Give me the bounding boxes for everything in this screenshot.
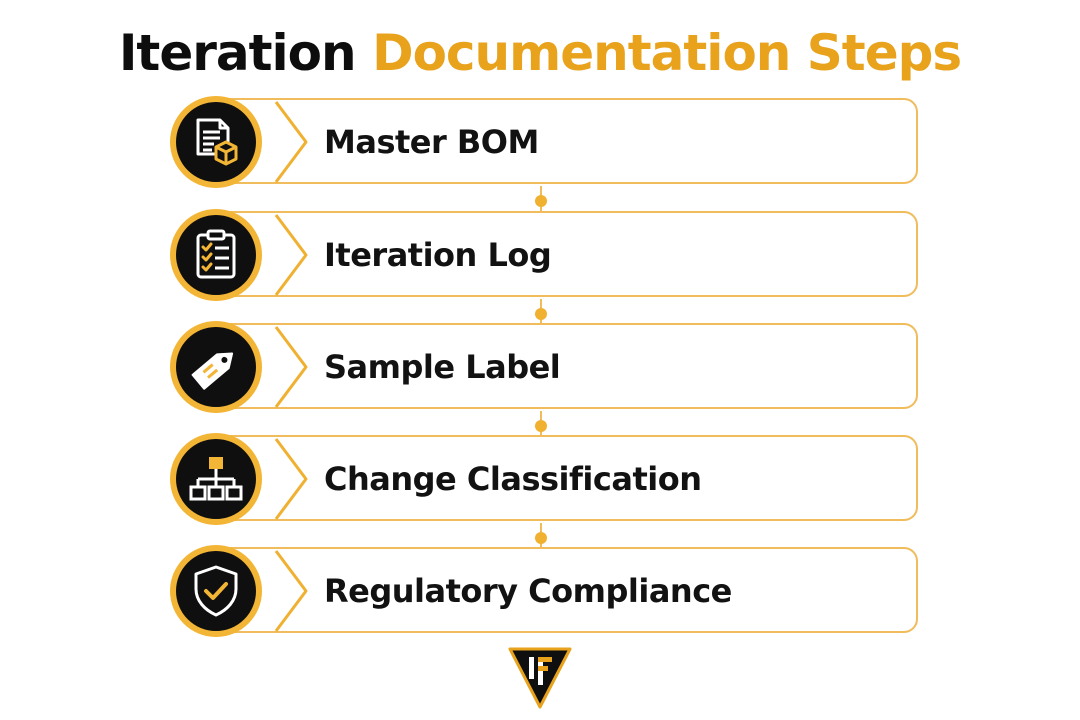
- step-icon-badge: [170, 433, 262, 525]
- step-card: [210, 323, 918, 409]
- page-title: Iteration Documentation Steps: [0, 22, 1080, 84]
- step-card: [210, 211, 918, 297]
- chevron-right-icon: [274, 214, 308, 296]
- step-card: [210, 547, 918, 633]
- title-part-1: Iteration: [118, 24, 357, 82]
- chevron-right-icon: [274, 101, 308, 183]
- hierarchy-icon: [189, 457, 243, 501]
- step-change-classification: Change Classification: [170, 433, 920, 525]
- connector-dot: [535, 308, 547, 320]
- step-label: Regulatory Compliance: [324, 572, 732, 610]
- chevron-right-icon: [274, 550, 308, 632]
- step-icon-badge: [170, 209, 262, 301]
- step-label: Master BOM: [324, 123, 539, 161]
- brand-logo-icon: [508, 647, 572, 709]
- shield-check-icon: [194, 565, 238, 617]
- step-label: Change Classification: [324, 460, 702, 498]
- connector-dot: [535, 420, 547, 432]
- step-icon-badge: [170, 96, 262, 188]
- step-label: Sample Label: [324, 348, 561, 386]
- step-card: [210, 435, 918, 521]
- document-box-icon: [196, 118, 238, 166]
- chevron-right-icon: [274, 438, 308, 520]
- step-master-bom: Master BOM: [170, 96, 920, 188]
- step-label: Iteration Log: [324, 236, 552, 274]
- step-icon-badge: [170, 321, 262, 413]
- title-part-2: Documentation Steps: [372, 24, 962, 82]
- step-iteration-log: Iteration Log: [170, 209, 920, 301]
- step-icon-badge: [170, 545, 262, 637]
- chevron-right-icon: [274, 326, 308, 408]
- step-sample-label: Sample Label: [170, 321, 920, 413]
- step-card: [210, 98, 918, 184]
- connector-dot: [535, 532, 547, 544]
- tag-icon: [191, 352, 234, 390]
- connector-dot: [535, 195, 547, 207]
- clipboard-checklist-icon: [196, 229, 236, 279]
- step-regulatory-compliance: Regulatory Compliance: [170, 545, 920, 637]
